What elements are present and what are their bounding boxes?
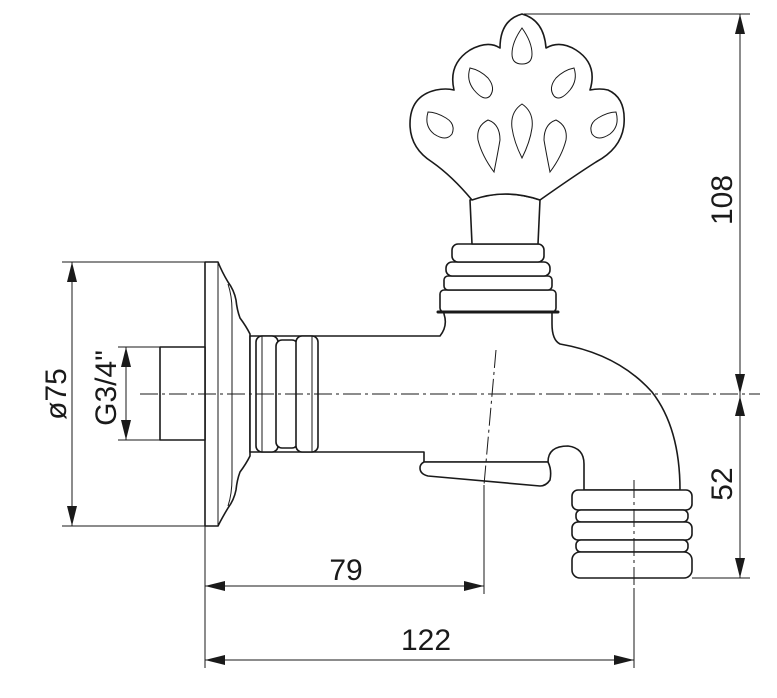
dimension-flange-diameter: ø75 [40,261,205,527]
dimension-height-total: 108 [524,13,750,394]
spout-outlet [571,489,693,579]
dimension-label-o75: ø75 [40,368,73,420]
dimension-label-52: 52 [706,467,739,500]
center-lines [140,349,760,588]
dimension-thread: G3/4" [90,346,160,441]
dimension-label-thread: G3/4" [90,350,123,426]
dimension-label-122: 122 [401,624,451,657]
decorative-handle [409,13,625,245]
valve-bonnet [436,243,560,314]
dimension-label-79: 79 [329,554,362,587]
dimension-label-108: 108 [706,175,739,225]
dimension-width-total: 122 [205,588,635,668]
tap-body [249,311,681,491]
dimension-width-outlet: 79 [204,485,485,668]
dimension-height-lower: 52 [692,394,750,579]
